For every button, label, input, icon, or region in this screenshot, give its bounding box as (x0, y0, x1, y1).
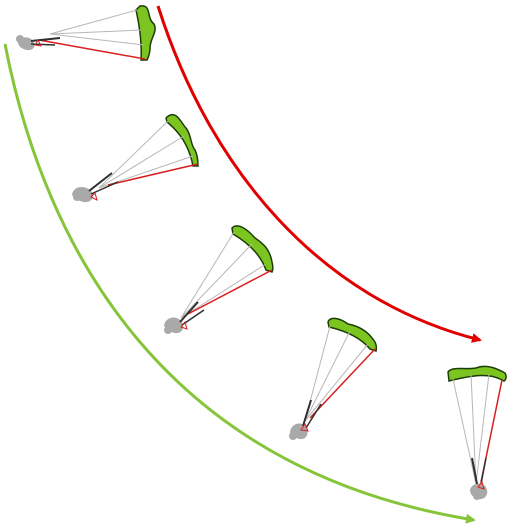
pilot-figure (16, 35, 61, 51)
pilot-figure (289, 399, 322, 440)
wing (447, 365, 507, 382)
brake-line (107, 163, 199, 186)
suspension-lines (49, 9, 145, 46)
glider-frame-4 (289, 317, 378, 440)
wing (327, 317, 378, 352)
brake-line (187, 269, 273, 315)
brake-line (38, 39, 146, 60)
green-direction-arrow (3, 43, 476, 524)
glider-frame-1 (16, 5, 156, 61)
pilot-figure (164, 301, 205, 334)
brake-line (309, 348, 376, 419)
pilot-figure (470, 457, 488, 500)
glider-frame-5 (447, 365, 507, 500)
pilot-figure (72, 172, 119, 203)
glider-frame-3 (164, 225, 274, 334)
red-direction-arrow (156, 5, 482, 343)
suspension-lines (180, 231, 267, 319)
suspension-lines (304, 325, 369, 422)
wing (231, 225, 274, 273)
glider-frame-2 (72, 113, 199, 203)
wing (165, 113, 199, 167)
suspension-lines (452, 373, 490, 485)
wing (135, 5, 156, 61)
